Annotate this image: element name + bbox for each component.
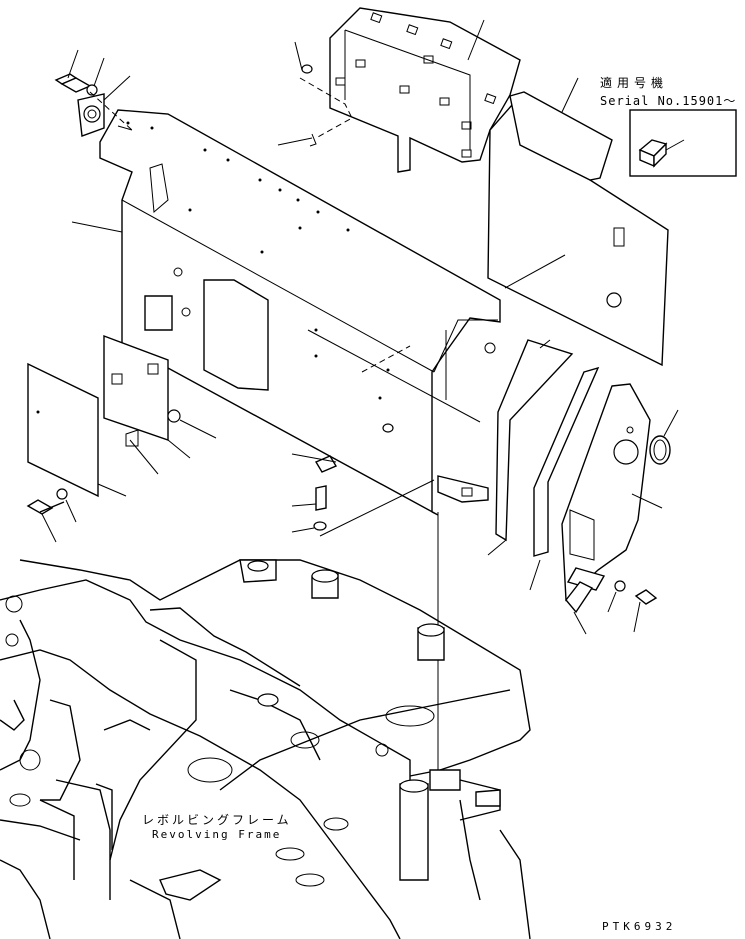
serial-label-en: Serial No.15901～	[600, 94, 737, 108]
frame-label-en: Revolving Frame	[152, 828, 282, 841]
frame-label-jp: レボルビングフレーム	[142, 813, 292, 827]
side-bracket	[561, 383, 651, 614]
side-cover-sheet	[487, 91, 669, 367]
serial-label-jp: 適用号機	[600, 76, 669, 90]
drawing-code: PTK6932	[602, 920, 677, 933]
revolving-frame	[0, 559, 531, 939]
main-cover-panel	[99, 109, 501, 516]
